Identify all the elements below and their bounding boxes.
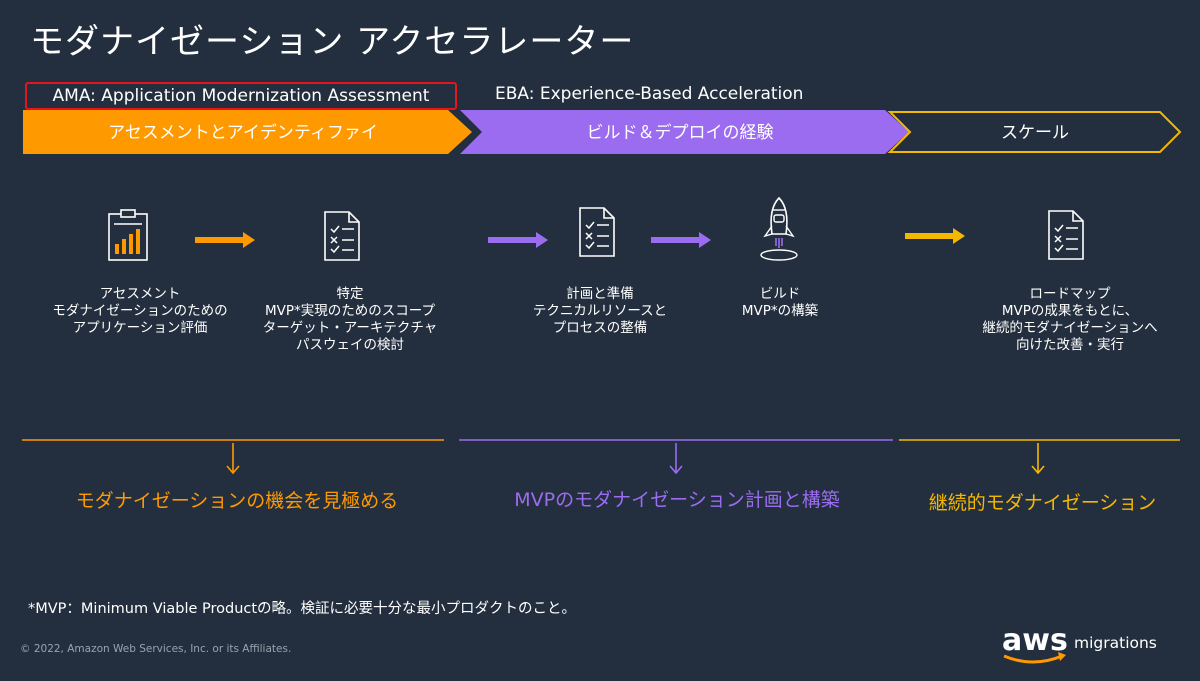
step-title: 特定 (336, 286, 364, 302)
arrow-down-icon (669, 443, 683, 475)
step-line: パスウェイの検討 (296, 337, 404, 353)
arrow-right-icon (651, 232, 711, 248)
phase-chevron-build (460, 110, 909, 154)
step-line: プロセスの整備 (552, 320, 648, 336)
step-assessment-text: アセスメント モダナイゼーションのための アプリケーション評価 (20, 286, 260, 337)
aws-logo-suffix: migrations (1074, 634, 1157, 652)
checklist-icon (579, 207, 615, 257)
phase-chevron-scale (887, 111, 1182, 153)
arrow-right-icon (488, 232, 548, 248)
step-line: モダナイゼーションのための (52, 303, 228, 319)
step-line: ターゲット・アーキテクチャ (262, 320, 438, 336)
outcome-assess: モダナイゼーションの機会を見極める (75, 490, 399, 512)
phase-chevron-assess (23, 110, 472, 154)
eba-label: EBA: Experience-Based Acceleration (495, 84, 804, 104)
aws-logo: aws (1002, 623, 1068, 664)
arrow-right-icon (195, 232, 255, 248)
step-plan-text: 計画と準備 テクニカルリソースと プロセスの整備 (485, 286, 715, 337)
copyright: © 2022, Amazon Web Services, Inc. or its… (20, 643, 292, 655)
phase-label-scale: スケール (1001, 123, 1069, 143)
footnote: *MVP：Minimum Viable Productの略。検証に必要十分な最小… (28, 601, 577, 617)
outcome-dividers (22, 439, 1180, 475)
step-title: ロードマップ (1029, 286, 1111, 302)
step-roadmap-text: ロードマップ MVPの成果をもとに、 継続的モダナイゼーションへ 向けた改善・実… (950, 286, 1190, 354)
arrow-right-icon (905, 228, 965, 244)
step-title: ビルド (759, 286, 801, 302)
step-identify-text: 特定 MVP*実現のためのスコープ ターゲット・アーキテクチャ パスウェイの検討 (225, 286, 475, 354)
page-title: モダナイゼーション アクセラレーター (30, 22, 635, 62)
step-line: テクニカルリソースと (532, 303, 668, 319)
rocket-icon (760, 196, 798, 261)
assessment-report-icon (108, 209, 148, 261)
step-line: MVP*の構築 (741, 303, 819, 319)
step-title: アセスメント (99, 286, 181, 302)
checklist-icon (324, 211, 360, 261)
step-line: MVPの成果をもとに、 (1001, 303, 1139, 319)
phase-bar (23, 110, 1182, 154)
arrow-down-icon (226, 443, 240, 475)
outcome-build: MVPのモダナイゼーション計画と構築 (514, 489, 840, 511)
phase-label-assess: アセスメントとアイデンティファイ (108, 123, 378, 143)
step-line: アプリケーション評価 (72, 320, 208, 336)
checklist-icon (1048, 210, 1084, 260)
step-title: 計画と準備 (566, 286, 634, 302)
step-line: MVP*実現のためのスコープ (265, 303, 435, 319)
step-line: 向けた改善・実行 (1016, 337, 1124, 353)
phase-label-build: ビルド＆デプロイの経験 (586, 123, 774, 143)
ama-label: AMA: Application Modernization Assessmen… (25, 82, 457, 110)
step-line: 継続的モダナイゼーションへ (982, 320, 1158, 336)
aws-logo-word: aws (1002, 623, 1068, 658)
step-build-text: ビルド MVP*の構築 (700, 286, 860, 320)
outcome-scale: 継続的モダナイゼーション (928, 492, 1157, 514)
arrow-down-icon (1031, 443, 1045, 475)
